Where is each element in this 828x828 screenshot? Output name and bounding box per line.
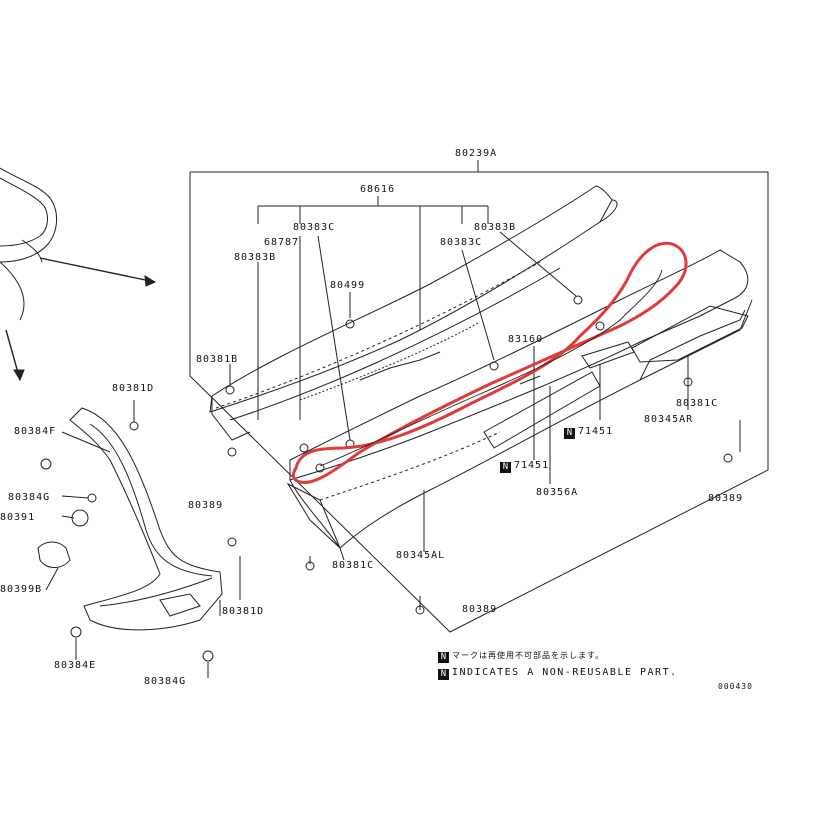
label-80384E: 80384E <box>54 660 97 671</box>
vehicle-outline <box>0 167 57 263</box>
assembly-frame <box>189 171 769 633</box>
label-80399B: 80399B <box>0 584 43 595</box>
label-80356A: 80356A <box>536 487 579 498</box>
label-68616: 68616 <box>360 184 396 195</box>
tail-lamp <box>69 407 223 631</box>
non-reusable-mark: N <box>438 669 449 680</box>
socket-80391 <box>71 509 89 527</box>
label-83160: 83160 <box>508 334 544 345</box>
spoiler-lower <box>289 249 749 481</box>
harness-highlight <box>291 241 688 484</box>
spoiler-upper <box>209 185 613 413</box>
label-80381D-a: 80381D <box>112 383 155 394</box>
label-80381C-a: 80381C <box>332 560 375 571</box>
label-80389-b: 80389 <box>462 604 498 615</box>
label-80345AR: 80345AR <box>644 414 694 425</box>
label-80345AL: 80345AL <box>396 550 446 561</box>
label-80384G-b: 80384G <box>144 676 187 687</box>
label-80239A: 80239A <box>455 148 498 159</box>
label-80384F: 80384F <box>14 426 57 437</box>
label-80389-c: 80389 <box>708 493 744 504</box>
label-80381C-b: 80381C <box>676 398 719 409</box>
label-80383B-right: 80383B <box>474 222 517 233</box>
label-80499: 80499 <box>330 280 366 291</box>
label-80391: 80391 <box>0 512 36 523</box>
drawing-code: 000430 <box>718 682 753 691</box>
label-80383B-left: 80383B <box>234 252 277 263</box>
label-80389-a: 80389 <box>188 500 224 511</box>
non-reusable-mark: N <box>564 428 575 439</box>
label-80384G-a: 80384G <box>8 492 51 503</box>
label-80383C-top: 80383C <box>293 222 336 233</box>
label-68787: 68787 <box>264 237 300 248</box>
label-80383C-mid: 80383C <box>440 237 483 248</box>
non-reusable-mark: N <box>500 462 511 473</box>
label-80381B: 80381B <box>196 354 239 365</box>
non-reusable-mark: N <box>438 652 449 663</box>
label-80381D-b: 80381D <box>222 606 265 617</box>
end-piece-left <box>286 482 341 549</box>
end-piece-right <box>631 305 749 363</box>
bulb-80399B <box>37 541 71 568</box>
